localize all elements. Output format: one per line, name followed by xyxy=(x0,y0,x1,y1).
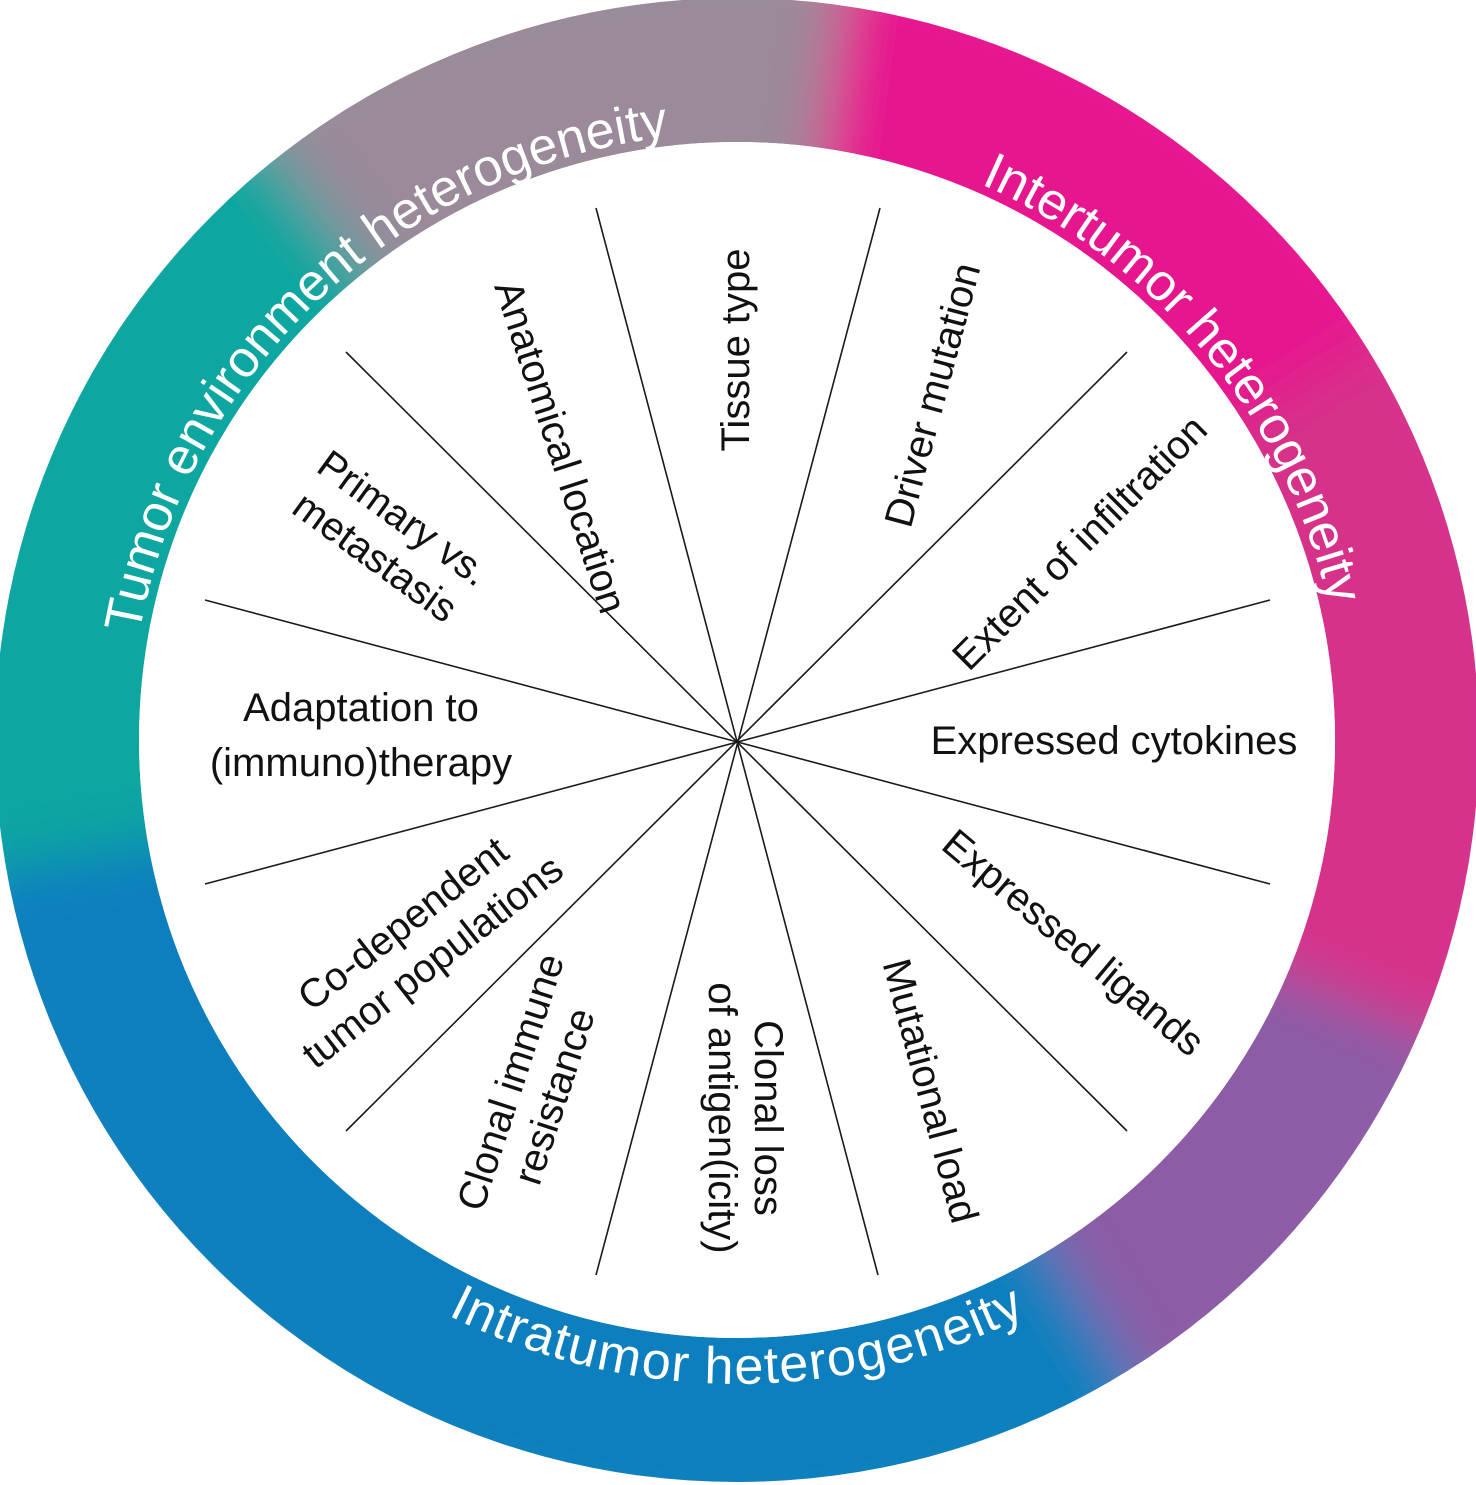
clonal-loss-line1: Clonal loss xyxy=(746,1020,790,1216)
adaptation-label: Adaptation to (immuno)therapy xyxy=(210,686,512,785)
segment-dividers xyxy=(204,207,1271,1276)
adaptation-line2: (immuno)therapy xyxy=(210,741,512,785)
clonal-loss-line2: of antigen(icity) xyxy=(700,982,744,1253)
tissue-type-label: Tissue type xyxy=(714,248,758,451)
adaptation-line1: Adaptation to xyxy=(243,686,479,730)
divider-line xyxy=(345,351,1128,1132)
expressed-cytokines-label: Expressed cytokines xyxy=(931,719,1298,763)
clonal-loss-label: Clonal loss of antigen(icity) xyxy=(700,982,790,1253)
